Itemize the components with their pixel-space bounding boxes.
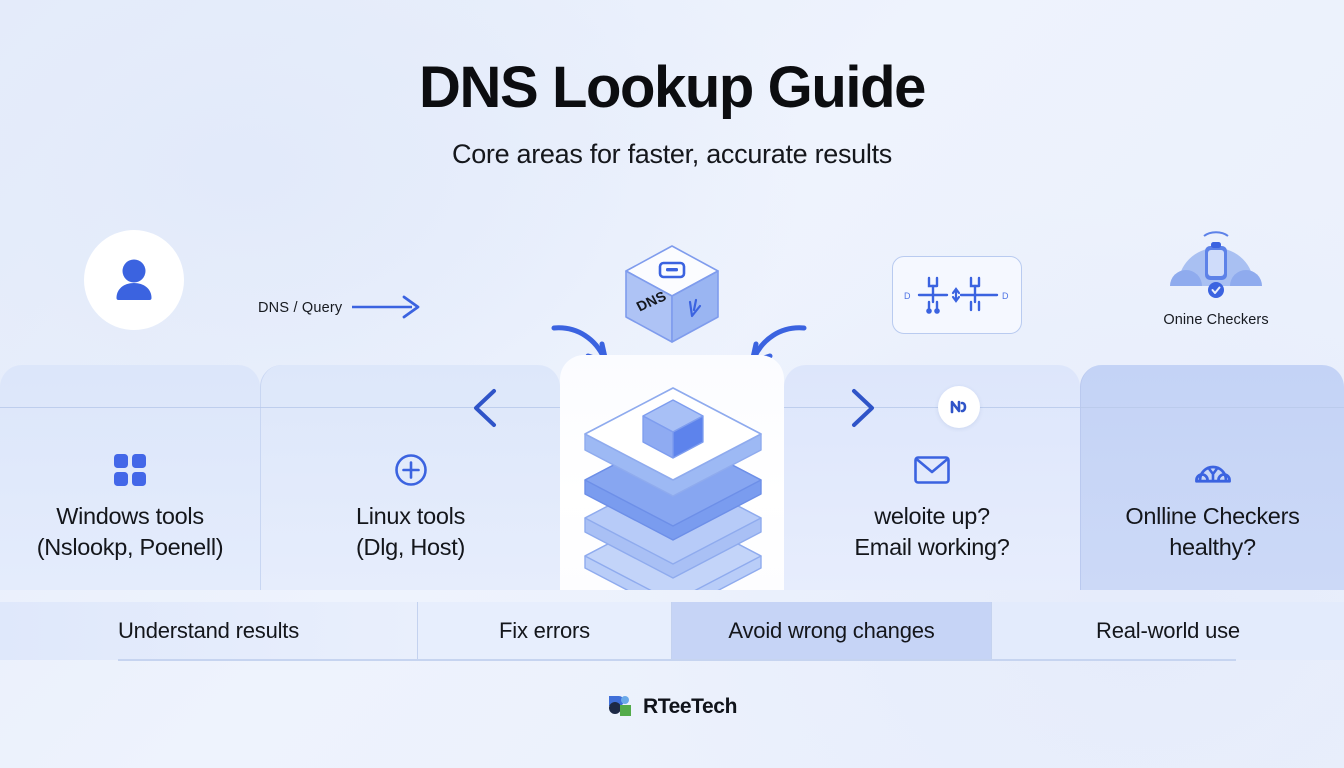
chevron-right-icon	[846, 386, 880, 430]
dns-query-label: DNS / Query	[258, 300, 343, 316]
page-subtitle: Core areas for faster, accurate results	[452, 138, 892, 169]
isometric-cube-icon	[625, 245, 719, 343]
svg-text:D: D	[1002, 291, 1009, 301]
panel-website-line1: weloite up?	[874, 503, 990, 529]
tag-fix-errors[interactable]: Fix errors	[418, 602, 672, 660]
footer-brand: RTeeTech	[0, 694, 1344, 720]
tag-real-world-use[interactable]: Real-world use	[992, 602, 1344, 660]
envelope-icon	[914, 453, 950, 487]
user-avatar	[84, 230, 184, 330]
plus-circle-icon	[394, 453, 428, 487]
dns-server-stack-illustration	[578, 360, 768, 615]
panel-website-email[interactable]: weloite up? Email working?	[784, 365, 1080, 590]
chevron-left-icon	[468, 386, 502, 430]
svg-text:D: D	[904, 291, 911, 301]
online-checkers-illustration	[1164, 214, 1268, 306]
rteetech-logo-icon	[608, 696, 631, 716]
dns-cube-illustration: DNS	[620, 240, 724, 348]
network-nodes-icon: D D	[904, 276, 1009, 314]
tag-bar: Understand results Fix errors Avoid wron…	[0, 602, 1344, 660]
panel-linux-tools[interactable]: Linux tools (Dlg, Host)	[260, 365, 560, 590]
line-badge-icon	[938, 386, 980, 428]
panel-checkers-line1: Onlline Checkers	[1125, 503, 1300, 529]
stacked-layers-icon	[584, 387, 762, 615]
panel-online-checkers[interactable]: Onlline Checkers healthy?	[1080, 365, 1344, 590]
query-arrow-icon	[352, 295, 420, 319]
panel-row: Windows tools (Nslookp, Poenell) Linux t…	[0, 365, 1344, 590]
grid-squares-icon	[113, 453, 147, 487]
person-icon	[116, 259, 152, 300]
panel-windows-line1: Windows tools	[56, 503, 204, 529]
panel-linux-line2: (Dlg, Host)	[356, 534, 465, 561]
tag-avoid-wrong-changes[interactable]: Avoid wrong changes	[672, 602, 992, 660]
tag-understand-results[interactable]: Understand results	[0, 602, 418, 660]
brand-name: RTeeTech	[642, 695, 738, 718]
page-title: DNS Lookup Guide	[418, 55, 926, 120]
dome-clipboard-icon	[1170, 231, 1262, 298]
panel-checkers-line2: healthy?	[1169, 534, 1256, 561]
panel-windows-tools[interactable]: Windows tools (Nslookp, Poenell)	[0, 365, 260, 590]
network-diagram-card: D D	[892, 256, 1022, 334]
header: DNS Lookup Guide Core areas for faster, …	[0, 55, 1344, 170]
tag-bar-underline	[118, 659, 1236, 661]
panel-linux-line1: Linux tools	[355, 503, 466, 529]
panel-website-line2: Email working?	[854, 534, 1010, 561]
panel-windows-line2: (Nslookp, Poenell)	[36, 534, 224, 561]
online-checkers-caption: Onine Checkers	[1163, 312, 1269, 328]
dome-check-icon	[1194, 453, 1232, 487]
